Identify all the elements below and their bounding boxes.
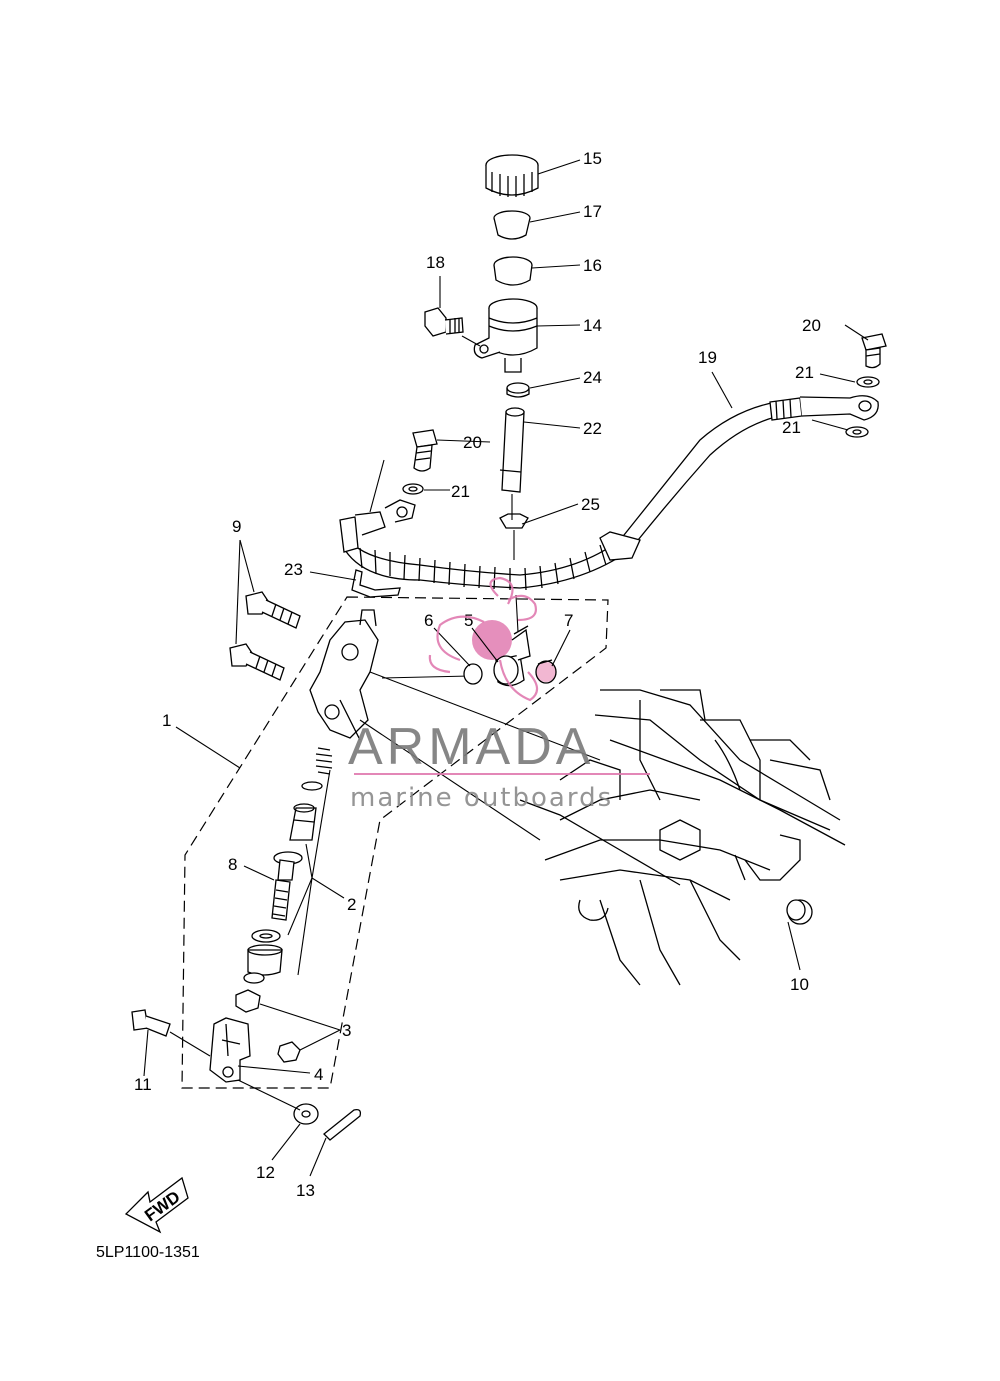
reservoir-cap [485, 154, 539, 197]
union-bolt-upper [861, 333, 887, 369]
reservoir-bolt [424, 307, 464, 337]
brake-hose [339, 395, 879, 591]
hose-guide [351, 569, 401, 598]
copper-washer-left [402, 483, 424, 495]
hose-clip-lower [499, 513, 529, 529]
callout-14: 14 [583, 316, 602, 335]
callout-23: 23 [284, 560, 303, 579]
callout-21-upper: 21 [795, 363, 814, 382]
piston-kit-lower [243, 929, 283, 984]
callout-19: 19 [698, 348, 717, 367]
callout-17: 17 [583, 202, 602, 221]
diaphragm-plate [493, 210, 531, 240]
callout-1: 1 [162, 711, 171, 730]
clevis [209, 1017, 251, 1083]
callout-12: 12 [256, 1163, 275, 1182]
callout-24: 24 [583, 368, 602, 387]
hose-joint [472, 620, 531, 687]
armada-watermark: ARMADA marine outboards [348, 576, 650, 813]
callout-20-left: 20 [463, 433, 482, 452]
callout-4: 4 [314, 1065, 323, 1084]
callout-9: 9 [232, 517, 241, 536]
grommet [786, 899, 813, 925]
watermark-brand: ARMADA [348, 718, 594, 776]
callout-15: 15 [583, 149, 602, 168]
clevis-pin [131, 1009, 171, 1037]
callout-21-lower: 21 [782, 418, 801, 437]
callout-3: 3 [342, 1021, 351, 1040]
propeller-logo-icon [428, 576, 539, 702]
callout-22: 22 [583, 419, 602, 438]
callout-5: 5 [464, 611, 473, 630]
callout-6: 6 [424, 611, 433, 630]
hose-clip-upper [506, 382, 530, 398]
clip-joint [535, 659, 557, 684]
callout-25: 25 [581, 495, 600, 514]
cotter-pin [323, 1108, 362, 1141]
plain-washer [293, 1103, 319, 1125]
frame-structure [519, 689, 846, 986]
part-code: 5LP1100-1351 [96, 1244, 200, 1261]
diaphragm [493, 256, 533, 286]
piston-kit [289, 747, 333, 841]
reservoir-hose [499, 407, 525, 493]
fwd-arrow-icon: FWD [124, 1176, 189, 1234]
callout-11: 11 [134, 1075, 152, 1094]
callout-20-upper: 20 [802, 316, 821, 335]
watermark-tagline: marine outboards [350, 783, 613, 813]
union-bolt-left [412, 429, 438, 472]
master-cylinder-body [309, 609, 379, 741]
push-rod [271, 851, 303, 921]
callout-10: 10 [790, 975, 809, 994]
callout-7: 7 [564, 611, 573, 630]
assembly-outline [181, 596, 609, 1089]
callout-18: 18 [426, 253, 445, 272]
master-cylinder-bolts [229, 591, 301, 681]
reservoir-tank [473, 298, 538, 373]
copper-washer-upper [856, 376, 880, 388]
o-ring [463, 663, 483, 685]
callout-labels: 1 2 3 4 5 6 7 8 9 10 11 12 13 14 15 16 1… [134, 149, 821, 1200]
callout-21-left: 21 [451, 482, 470, 501]
callout-13: 13 [296, 1181, 315, 1200]
leader-lines [143, 159, 869, 1177]
copper-washer-lower [845, 426, 869, 438]
nuts [235, 989, 301, 1063]
callout-2: 2 [347, 895, 356, 914]
callout-16: 16 [583, 256, 602, 275]
callout-8: 8 [228, 855, 237, 874]
